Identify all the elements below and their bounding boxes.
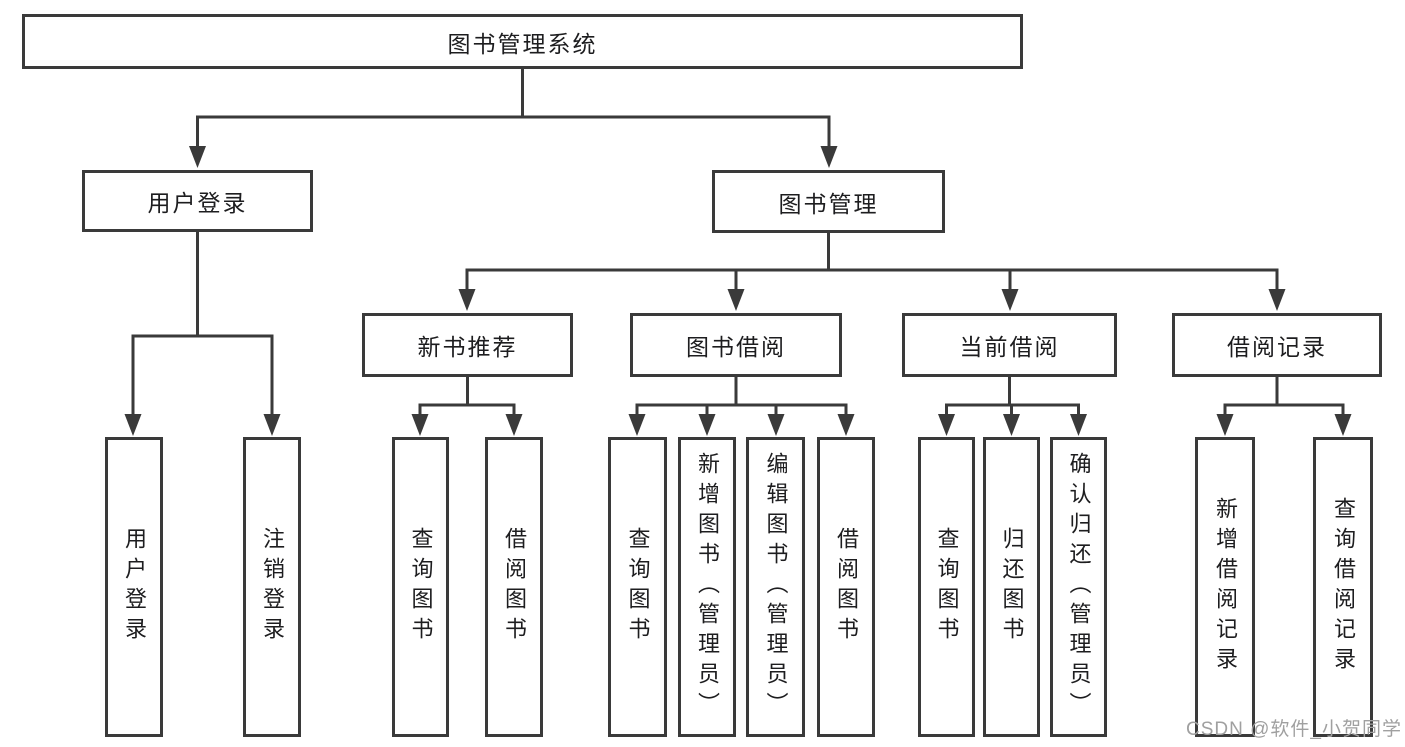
leaf-add-book-admin-label: 新增图书（管理员） [695,452,720,722]
leaf-query-borrow-record: 查询借阅记录 [1313,437,1373,737]
leaf-edit-book-admin: 编辑图书（管理员） [746,437,805,737]
leaf-user-login-label: 用户登录 [122,527,147,647]
leaf-add-book-admin: 新增图书（管理员） [678,437,736,737]
leaf-logout: 注销登录 [243,437,301,737]
leaf-query-borrow-record-label: 查询借阅记录 [1331,497,1356,677]
leaf-borrow-books-recommend-label: 借阅图书 [502,527,527,647]
leaf-borrow-books-label: 借阅图书 [834,527,859,647]
node-new-book-recommend: 新书推荐 [362,313,573,377]
leaf-edit-book-admin-label: 编辑图书（管理员） [763,452,789,722]
leaf-query-books-recommend-label: 查询图书 [408,527,434,647]
leaf-confirm-return-admin: 确认归还（管理员） [1050,437,1107,737]
node-current-borrow: 当前借阅 [902,313,1117,377]
leaf-query-books-borrow: 查询图书 [608,437,667,737]
csdn-watermark: CSDN @软件_小贺同学 [1186,719,1402,740]
leaf-add-borrow-record: 新增借阅记录 [1195,437,1255,737]
leaf-user-login: 用户登录 [105,437,163,737]
leaf-borrow-books: 借阅图书 [817,437,875,737]
leaf-return-book-label: 归还图书 [999,527,1025,647]
leaf-return-book: 归还图书 [983,437,1040,737]
leaf-add-borrow-record-label: 新增借阅记录 [1213,497,1238,677]
leaf-confirm-return-admin-label: 确认归还（管理员） [1066,452,1092,722]
node-borrow-records: 借阅记录 [1172,313,1382,377]
leaf-borrow-books-recommend: 借阅图书 [485,437,543,737]
leaf-query-books-current-label: 查询图书 [934,527,960,647]
node-root-system: 图书管理系统 [22,14,1023,69]
node-user-login: 用户登录 [82,170,313,232]
node-book-borrow: 图书借阅 [630,313,842,377]
leaf-query-books-recommend: 查询图书 [392,437,449,737]
leaf-query-books-current: 查询图书 [918,437,975,737]
leaf-logout-label: 注销登录 [260,527,285,647]
node-book-management: 图书管理 [712,170,945,233]
leaf-query-books-borrow-label: 查询图书 [625,527,651,647]
